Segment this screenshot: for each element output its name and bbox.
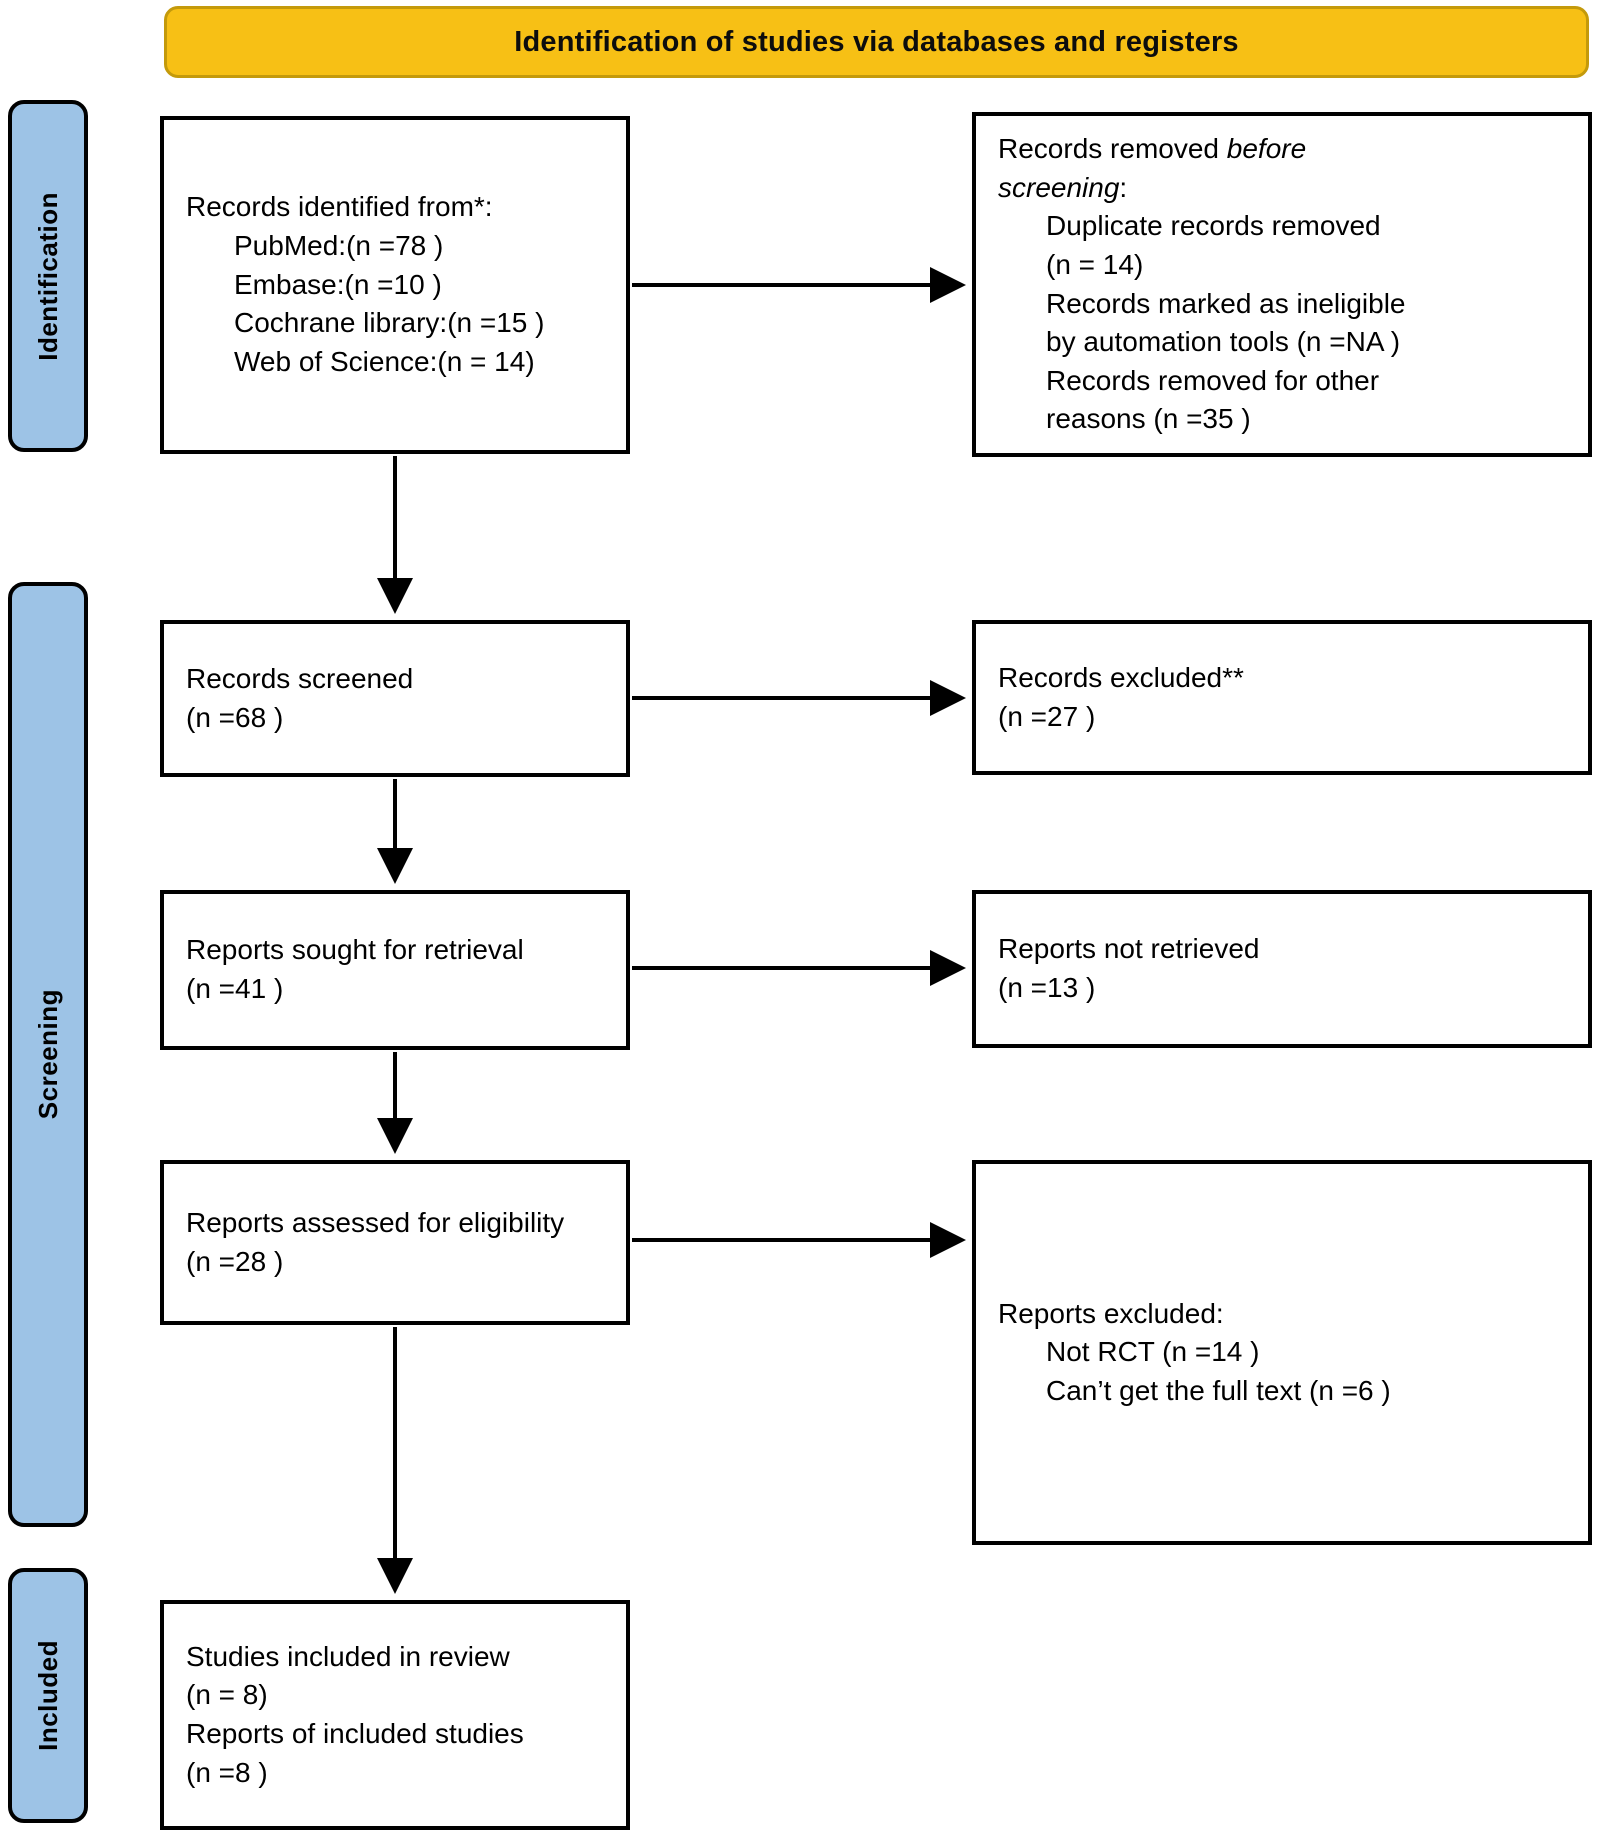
box-line: Records removed for other (1046, 364, 1380, 396)
box-line: Records removed before (998, 130, 1566, 169)
box-line: Reports assessed for eligibility (186, 1206, 565, 1238)
box-records-removed-before-screening: Records removed before screening: Duplic… (972, 112, 1592, 457)
box-records-screened: Records screened (n =68 ) (160, 620, 630, 777)
box-line: Reports sought for retrieval (186, 934, 524, 966)
box-line: (n = 8) (186, 1679, 268, 1711)
box-line-part: Records removed (998, 133, 1227, 164)
box-line: (n =27 ) (998, 700, 1096, 732)
box-line: (n =68 ) (186, 701, 284, 733)
box-line: Records identified from*: (186, 191, 493, 223)
box-line: Can’t get the full text (n =6 ) (1046, 1374, 1391, 1406)
box-records-excluded: Records excluded** (n =27 ) (972, 620, 1592, 775)
box-line: Reports of included studies (186, 1718, 524, 1749)
box-line: screening: (998, 169, 1566, 208)
box-line: (n =28 ) (186, 1245, 284, 1277)
stage-label-included: Included (8, 1568, 88, 1823)
box-line: Records marked as ineligible (1046, 287, 1406, 319)
box-records-identified: Records identified from*: PubMed:(n =78 … (160, 116, 630, 454)
page-title: Identification of studies via databases … (514, 25, 1239, 58)
box-reports-assessed-for-eligibility: Reports assessed for eligibility (n =28 … (160, 1160, 630, 1325)
stage-label-screening: Screening (8, 582, 88, 1527)
box-line: Web of Science:(n = 14) (234, 345, 535, 377)
box-line: (n =8 ) (186, 1756, 268, 1788)
box-line: reasons (n =35 ) (1046, 403, 1251, 435)
box-studies-included: Studies included in review (n = 8) Repor… (160, 1600, 630, 1830)
header-banner: Identification of studies via databases … (164, 6, 1589, 78)
box-line: by automation tools (n =NA ) (1046, 326, 1401, 358)
box-line: (n =41 ) (186, 973, 284, 1004)
box-line: Records excluded** (998, 661, 1244, 693)
box-reports-not-retrieved: Reports not retrieved (n =13 ) (972, 890, 1592, 1048)
box-line: (n = 14) (1046, 248, 1144, 280)
box-line: Embase:(n =10 ) (234, 268, 442, 300)
box-line: Reports not retrieved (998, 933, 1260, 965)
box-line: Not RCT (n =14 ) (1046, 1336, 1260, 1368)
box-line-part: : (1119, 171, 1128, 203)
stage-label-identification: Identification (8, 100, 88, 452)
box-line: Records screened (186, 662, 414, 694)
box-reports-excluded: Reports excluded: Not RCT (n =14 ) Can’t… (972, 1160, 1592, 1545)
box-line: Reports excluded: (998, 1297, 1224, 1329)
box-line: PubMed:(n =78 ) (234, 230, 444, 262)
box-line: Studies included in review (186, 1640, 510, 1672)
box-line: Duplicate records removed (1046, 210, 1381, 242)
box-line: (n =13 ) (998, 972, 1096, 1003)
box-line-emphasis: before (1226, 133, 1307, 164)
box-line-emphasis: screening (998, 171, 1120, 203)
box-line: Cochrane library:(n =15 ) (234, 307, 545, 339)
box-reports-sought-for-retrieval: Reports sought for retrieval (n =41 ) (160, 890, 630, 1050)
